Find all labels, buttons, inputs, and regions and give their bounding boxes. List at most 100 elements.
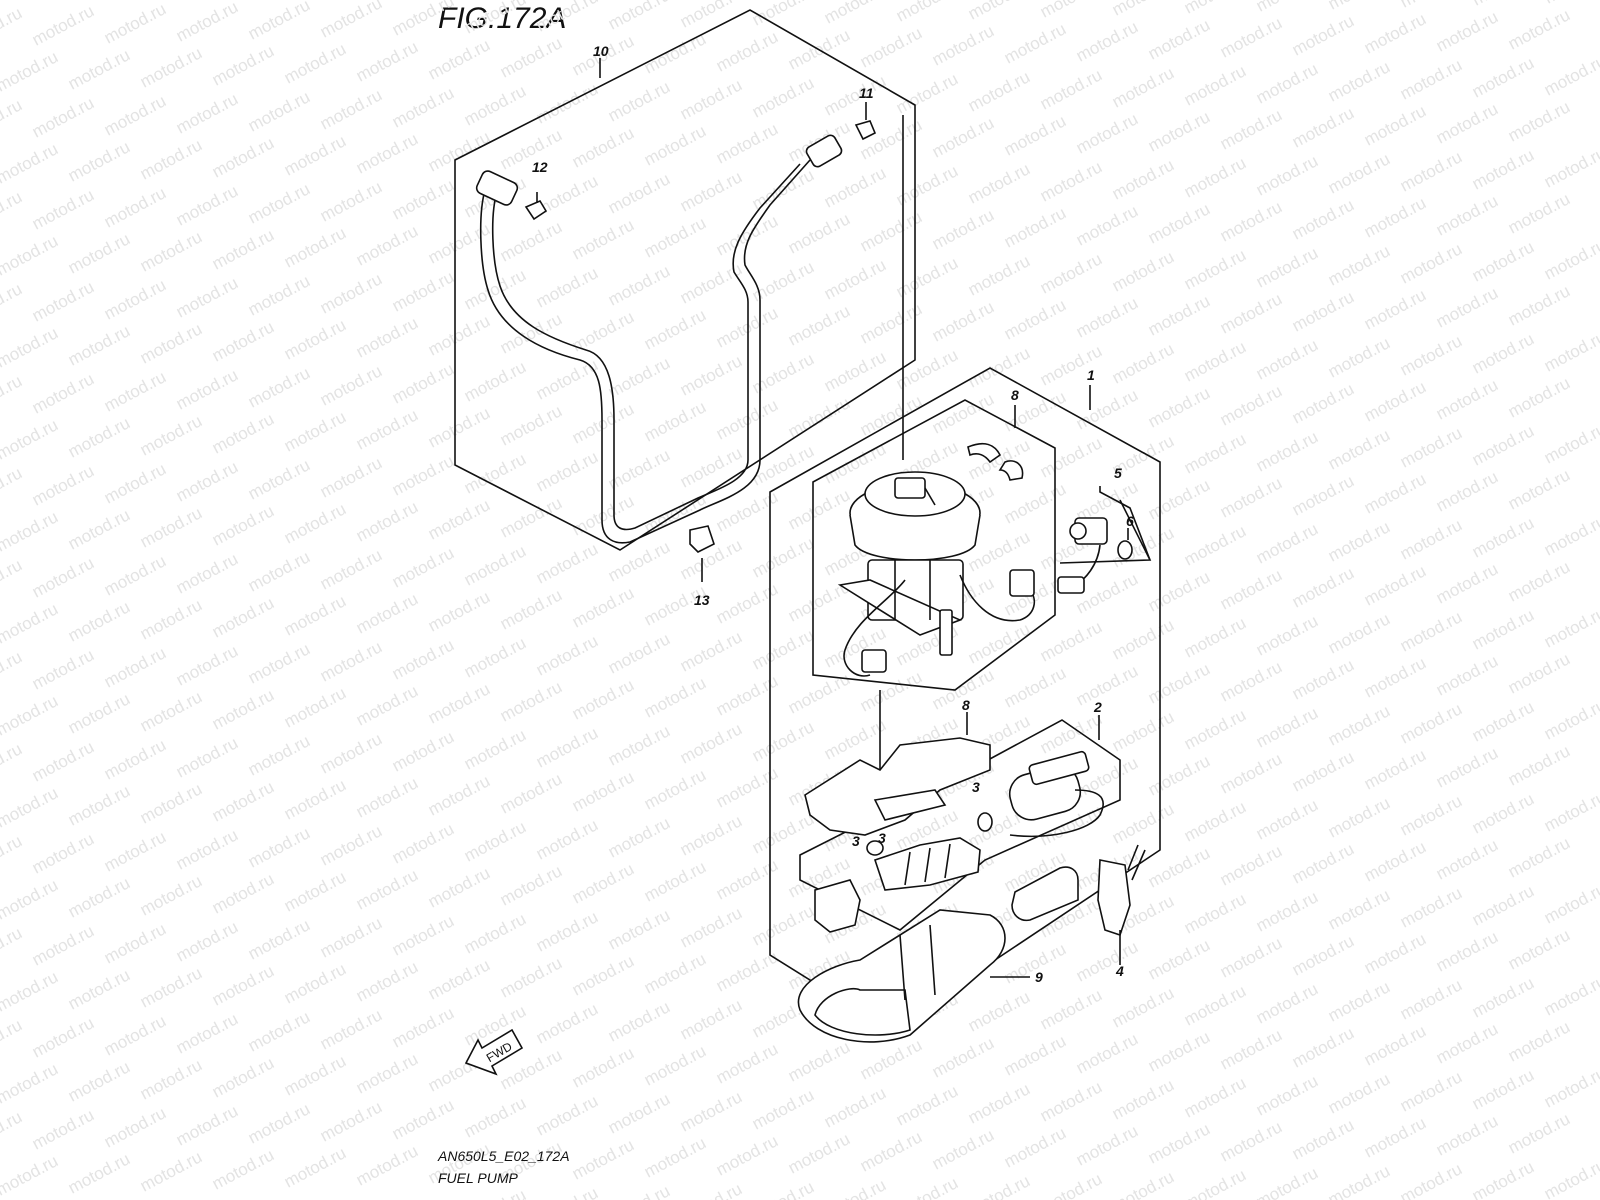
watermark-text: motod.ru <box>1541 235 1600 283</box>
watermark-text: motod.ru <box>1145 383 1213 431</box>
watermark-text: motod.ru <box>389 175 457 223</box>
watermark-text: motod.ru <box>29 461 97 509</box>
watermark-text: motod.ru <box>1505 97 1573 145</box>
watermark-text: motod.ru <box>1325 1069 1393 1117</box>
watermark-text: motod.ru <box>65 873 133 921</box>
callout-12: 12 <box>532 159 548 175</box>
watermark-text: motod.ru <box>1325 517 1393 565</box>
watermark-text: motod.ru <box>893 1081 961 1129</box>
watermark-text: motod.ru <box>1073 569 1141 617</box>
watermark-text: motod.ru <box>1145 199 1213 247</box>
watermark-text: motod.ru <box>821 0 889 28</box>
watermark-text: motod.ru <box>461 1093 529 1141</box>
watermark-text: motod.ru <box>1469 1157 1537 1200</box>
watermark-text: motod.ru <box>1001 295 1069 343</box>
watermark-text: motod.ru <box>1217 657 1285 705</box>
watermark-text: motod.ru <box>713 855 781 903</box>
watermark-text: motod.ru <box>1289 655 1357 703</box>
watermark-text: motod.ru <box>137 503 205 551</box>
watermark-text: motod.ru <box>497 861 565 909</box>
watermark-text: motod.ru <box>713 487 781 535</box>
watermark-text: motod.ru <box>281 407 349 455</box>
watermark-text: motod.ru <box>101 735 169 783</box>
watermark-text: motod.ru <box>353 773 421 821</box>
watermark-text: motod.ru <box>1109 1075 1177 1123</box>
watermark-text: motod.ru <box>173 641 241 689</box>
watermark-text: motod.ru <box>101 827 169 875</box>
watermark-text: motod.ru <box>0 1059 61 1107</box>
watermark-text: motod.ru <box>1361 101 1429 149</box>
watermark-text: motod.ru <box>1469 973 1537 1021</box>
watermark-text: motod.ru <box>1109 1167 1177 1200</box>
watermark-text: motod.ru <box>353 37 421 85</box>
watermark-text: motod.ru <box>281 591 349 639</box>
watermark-text: motod.ru <box>1037 1169 1105 1200</box>
watermark-text: motod.ru <box>389 727 457 775</box>
watermark-text: motod.ru <box>929 297 997 345</box>
watermark-text: motod.ru <box>1037 985 1105 1033</box>
clip-parts-7 <box>967 443 1024 481</box>
watermark-text: motod.ru <box>425 127 493 175</box>
watermark-text: motod.ru <box>0 783 61 831</box>
watermark-text: motod.ru <box>1361 469 1429 517</box>
watermark-text: motod.ru <box>1325 701 1393 749</box>
watermark-text: motod.ru <box>1469 605 1537 653</box>
watermark-text: motod.ru <box>353 405 421 453</box>
watermark-text: motod.ru <box>713 1131 781 1179</box>
watermark-text: motod.ru <box>137 779 205 827</box>
float-sender-4 <box>1011 844 1146 965</box>
watermark-text: motod.ru <box>1181 245 1249 293</box>
watermark-text: motod.ru <box>785 209 853 257</box>
watermark-text: motod.ru <box>785 301 853 349</box>
watermark-text: motod.ru <box>1001 19 1069 67</box>
watermark-text: motod.ru <box>1469 1065 1537 1113</box>
callout-13: 13 <box>694 592 710 608</box>
watermark-text: motod.ru <box>1361 561 1429 609</box>
watermark-text: motod.ru <box>1181 613 1249 661</box>
watermark-text: motod.ru <box>1325 0 1393 14</box>
watermark-text: motod.ru <box>533 355 601 403</box>
watermark-text: motod.ru <box>605 997 673 1045</box>
upper-subassembly-box <box>812 399 1056 691</box>
watermark-text: motod.ru <box>101 1103 169 1151</box>
watermark-text: motod.ru <box>677 1179 745 1200</box>
watermark-text: motod.ru <box>497 493 565 541</box>
watermark-text: motod.ru <box>461 0 529 38</box>
pump-assembly-box <box>769 367 1161 1031</box>
watermark-text: motod.ru <box>1181 0 1249 18</box>
watermark-text: motod.ru <box>893 1173 961 1200</box>
watermark-text: motod.ru <box>245 915 313 963</box>
watermark-text: motod.ru <box>857 667 925 715</box>
watermark-text: motod.ru <box>1325 149 1393 197</box>
watermark-text: motod.ru <box>389 83 457 131</box>
watermark-text: motod.ru <box>641 397 709 445</box>
watermark-text: motod.ru <box>281 39 349 87</box>
watermark-text: motod.ru <box>317 177 385 225</box>
watermark-text: motod.ru <box>0 1015 25 1063</box>
watermark-text: motod.ru <box>209 685 277 733</box>
watermark-text: motod.ru <box>1397 239 1465 287</box>
watermark-text: motod.ru <box>569 675 637 723</box>
watermark-text: motod.ru <box>749 809 817 857</box>
watermark-text: motod.ru <box>1541 787 1600 835</box>
watermark-text: motod.ru <box>605 537 673 585</box>
watermark-text: motod.ru <box>1361 653 1429 701</box>
watermark-text: motod.ru <box>389 359 457 407</box>
watermark-text: motod.ru <box>569 583 637 631</box>
watermark-text: motod.ru <box>1505 1017 1573 1065</box>
watermark-text: motod.ru <box>1325 1161 1393 1200</box>
watermark-text: motod.ru <box>677 75 745 123</box>
watermark-text: motod.ru <box>353 865 421 913</box>
watermark-text: motod.ru <box>785 393 853 441</box>
watermark-text: motod.ru <box>1037 709 1105 757</box>
watermark-text: motod.ru <box>1145 475 1213 523</box>
watermark-text: motod.ru <box>1505 741 1573 789</box>
watermark-text: motod.ru <box>1505 281 1573 329</box>
watermark-text: motod.ru <box>857 1127 925 1175</box>
watermark-text: motod.ru <box>929 1033 997 1081</box>
watermark-text: motod.ru <box>1433 467 1501 515</box>
watermark-text: motod.ru <box>0 555 25 603</box>
watermark-text: motod.ru <box>173 549 241 597</box>
watermark-text: motod.ru <box>605 261 673 309</box>
watermark-text: motod.ru <box>785 1037 853 1085</box>
